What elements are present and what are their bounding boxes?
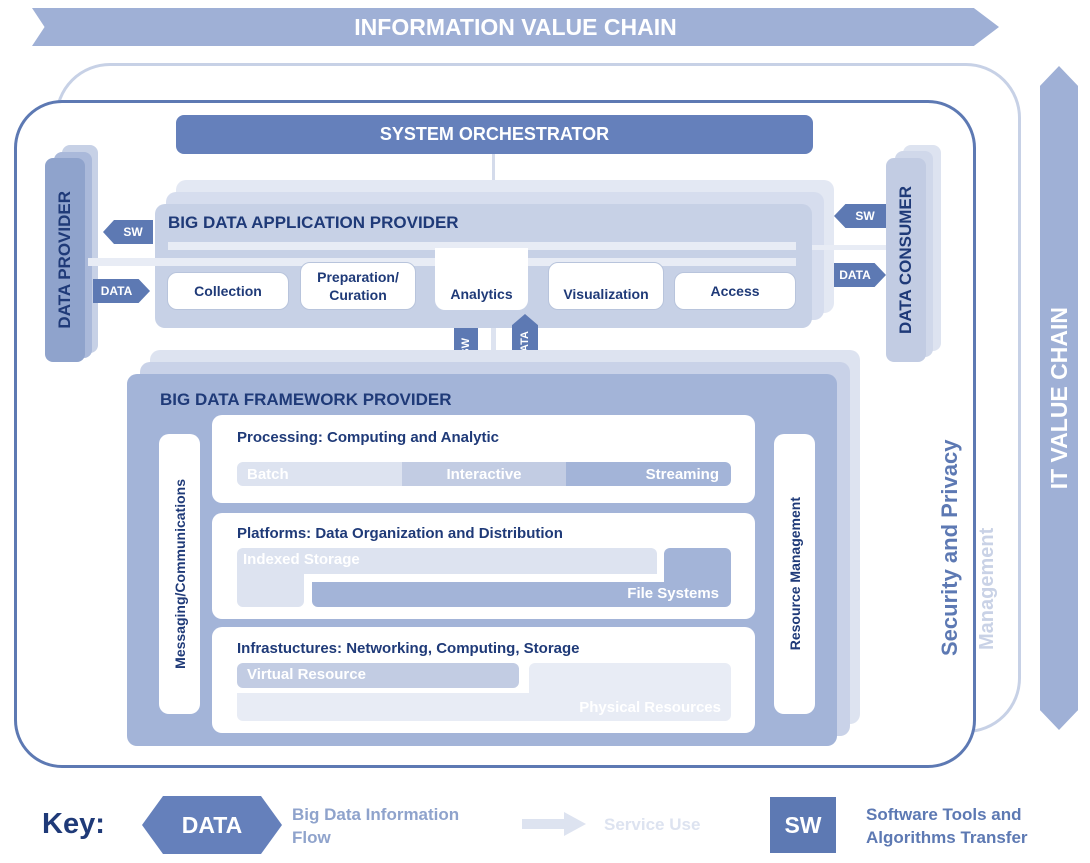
activity-analytics[interactable]: Analytics bbox=[435, 248, 528, 310]
data-consumer[interactable]: DATA CONSUMER bbox=[886, 158, 926, 362]
virtual-resource-label: Virtual Resource bbox=[247, 666, 366, 683]
processing-panel[interactable] bbox=[212, 415, 755, 503]
key-service-arrowhead bbox=[564, 812, 586, 836]
sw-tag-provider: SW bbox=[103, 220, 153, 244]
infrastructures-title: Infrastuctures: Networking, Computing, S… bbox=[237, 640, 580, 657]
data-consumer-label: DATA CONSUMER bbox=[896, 186, 915, 334]
service-arrow-framework bbox=[491, 328, 496, 358]
processing-bar-streaming[interactable]: Streaming bbox=[566, 462, 731, 486]
processing-bar-batch[interactable]: Batch bbox=[237, 462, 402, 486]
sw-tag-consumer: SW bbox=[834, 204, 886, 228]
processing-title: Processing: Computing and Analytic bbox=[237, 429, 499, 446]
app-flow-line bbox=[168, 242, 796, 250]
key-sw-tag: SW bbox=[770, 797, 836, 853]
virtual-resource-bar[interactable]: Virtual Resource bbox=[237, 663, 519, 688]
key-service-arrow-shaft bbox=[522, 819, 567, 829]
key-data-desc: Big Data Information Flow bbox=[292, 805, 460, 847]
resource-mgmt-label: Resource Management bbox=[786, 497, 803, 651]
interactive-label: Interactive bbox=[446, 465, 522, 483]
info-value-chain-label: INFORMATION VALUE CHAIN bbox=[354, 13, 677, 40]
physical-resources-bar[interactable]: Physical Resources bbox=[237, 693, 731, 721]
indexed-storage-label: Indexed Storage bbox=[243, 551, 360, 568]
activity-access[interactable]: Access bbox=[674, 272, 796, 310]
it-value-chain-label: IT VALUE CHAIN bbox=[1045, 306, 1072, 490]
file-systems-bar[interactable]: File Systems bbox=[312, 582, 731, 607]
messaging-communications[interactable]: Messaging/Communications bbox=[159, 434, 200, 714]
activity-preparation-label: Preparation/ Curation bbox=[317, 269, 399, 303]
framework-title: BIG DATA FRAMEWORK PROVIDER bbox=[160, 390, 452, 409]
consumer-flow-line bbox=[812, 245, 886, 250]
resource-management[interactable]: Resource Management bbox=[774, 434, 815, 714]
key-label: Key: bbox=[42, 808, 105, 840]
data-tag-provider: DATA bbox=[93, 279, 150, 303]
data-provider-label: DATA PROVIDER bbox=[55, 191, 74, 329]
key-data-tag: DATA bbox=[142, 796, 282, 854]
activity-access-label: Access bbox=[710, 283, 760, 299]
file-systems-label: File Systems bbox=[627, 585, 719, 602]
key-sw-desc: Software Tools and Algorithms Transfer bbox=[866, 805, 1028, 847]
orchestrator-connector bbox=[492, 154, 495, 190]
security-privacy-label: Security and Privacy bbox=[937, 439, 962, 657]
file-systems-stub bbox=[664, 548, 731, 584]
activity-collection-label: Collection bbox=[194, 283, 262, 299]
activity-collection[interactable]: Collection bbox=[167, 272, 289, 310]
data-provider[interactable]: DATA PROVIDER bbox=[45, 158, 85, 362]
activity-preparation[interactable]: Preparation/ Curation bbox=[300, 262, 416, 310]
activity-visualization[interactable]: Visualization bbox=[548, 262, 664, 310]
indexed-storage-bar[interactable]: Indexed Storage bbox=[237, 548, 657, 574]
system-orchestrator-label: SYSTEM ORCHESTRATOR bbox=[379, 124, 610, 144]
platforms-title: Platforms: Data Organization and Distrib… bbox=[237, 525, 563, 542]
data-tag-consumer: DATA bbox=[834, 263, 886, 287]
activity-analytics-label: Analytics bbox=[450, 286, 513, 302]
physical-resources-top bbox=[529, 663, 731, 693]
info-value-chain-banner: INFORMATION VALUE CHAIN bbox=[32, 8, 999, 46]
messaging-label: Messaging/Communications bbox=[171, 479, 188, 669]
system-orchestrator[interactable]: SYSTEM ORCHESTRATOR bbox=[176, 115, 813, 154]
app-provider-title: BIG DATA APPLICATION PROVIDER bbox=[168, 213, 459, 232]
management-label: Management bbox=[976, 527, 998, 651]
physical-resources-label: Physical Resources bbox=[579, 699, 721, 716]
it-value-chain-arrow: IT VALUE CHAIN bbox=[1040, 66, 1078, 730]
batch-label: Batch bbox=[247, 466, 289, 483]
processing-bar-interactive[interactable]: Interactive bbox=[402, 462, 566, 486]
indexed-storage-leg bbox=[237, 574, 304, 607]
activity-visualization-label: Visualization bbox=[563, 286, 649, 302]
streaming-label: Streaming bbox=[645, 466, 719, 483]
key-service-desc: Service Use bbox=[604, 815, 701, 834]
